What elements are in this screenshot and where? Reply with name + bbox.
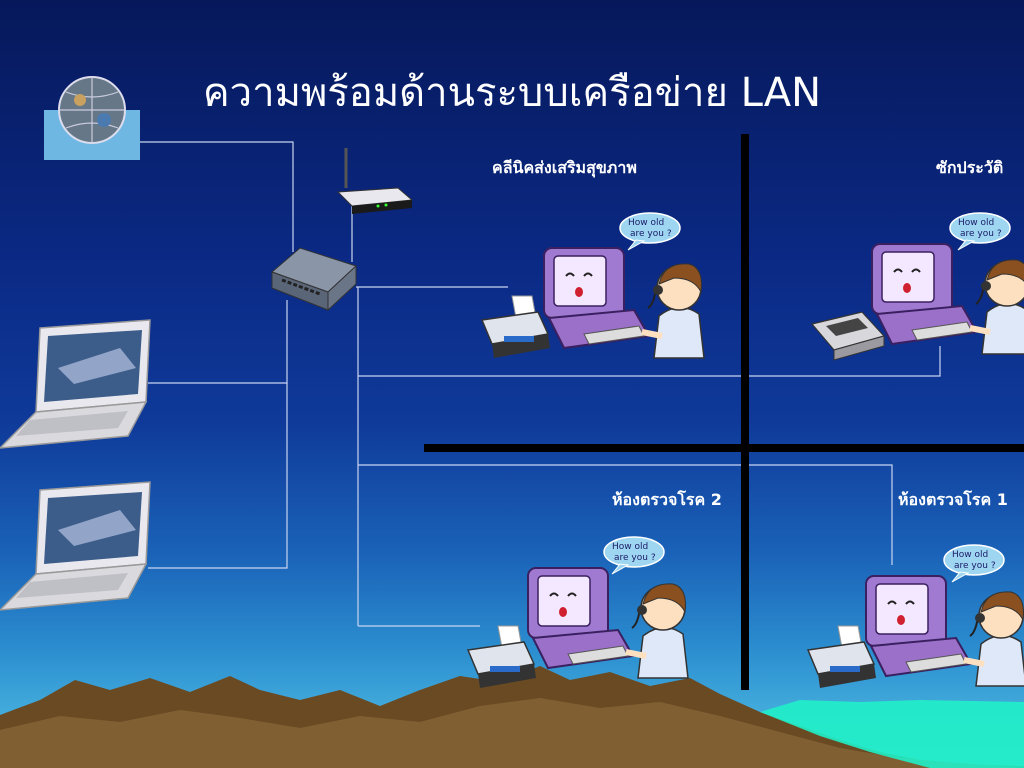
room-label-exam2: ห้องตรวจโรค 2 — [612, 490, 722, 509]
laptop-cable-2 — [148, 383, 288, 569]
speech-bubble-line-2: are you ? — [630, 229, 672, 239]
mountain-range — [0, 666, 1024, 768]
room-label-history: ซักประวัติ — [936, 158, 1004, 177]
exam1-cable — [358, 464, 893, 565]
user-at-computer-icon — [866, 576, 1024, 686]
laptop-icon — [0, 319, 151, 449]
dot-matrix-printer-icon — [810, 311, 886, 361]
speech-bubble-line-1: How old — [612, 542, 648, 552]
room-label-exam1: ห้องตรวจโรค 1 — [898, 490, 1008, 509]
speech-bubble-line-2: are you ? — [960, 229, 1002, 239]
laptop-icon — [0, 481, 151, 611]
speech-bubble-line-1: How old — [628, 218, 664, 228]
network-switch-icon — [271, 247, 357, 312]
laptop-cable-1 — [148, 300, 288, 384]
slide-title: ความพร้อมด้านระบบเครือข่าย LAN — [202, 70, 822, 116]
user-at-computer-icon — [872, 244, 1024, 354]
speech-bubble-line-1: How old — [952, 550, 988, 560]
speech-bubble: How old are you ? — [943, 544, 1005, 583]
speech-bubble-line-2: are you ? — [954, 561, 996, 571]
wireless-router-icon — [336, 148, 414, 214]
speech-bubble-line-2: are you ? — [614, 553, 656, 563]
printer-icon — [467, 625, 537, 689]
room-label-clinic: คลีนิคส่งเสริมสุขภาพ — [492, 158, 637, 177]
speech-bubble: How old are you ? — [949, 212, 1011, 251]
speech-bubble-line-1: How old — [958, 218, 994, 228]
speech-bubble: How old are you ? — [603, 536, 665, 575]
history-cable — [358, 346, 941, 377]
printer-icon — [481, 295, 551, 359]
network-cables — [140, 141, 941, 627]
user-at-computer-icon — [544, 248, 704, 358]
user-at-computer-icon — [528, 568, 688, 678]
globe-cable — [140, 141, 294, 252]
speech-bubble: How old are you ? — [619, 212, 681, 251]
globe-icon — [44, 76, 140, 160]
